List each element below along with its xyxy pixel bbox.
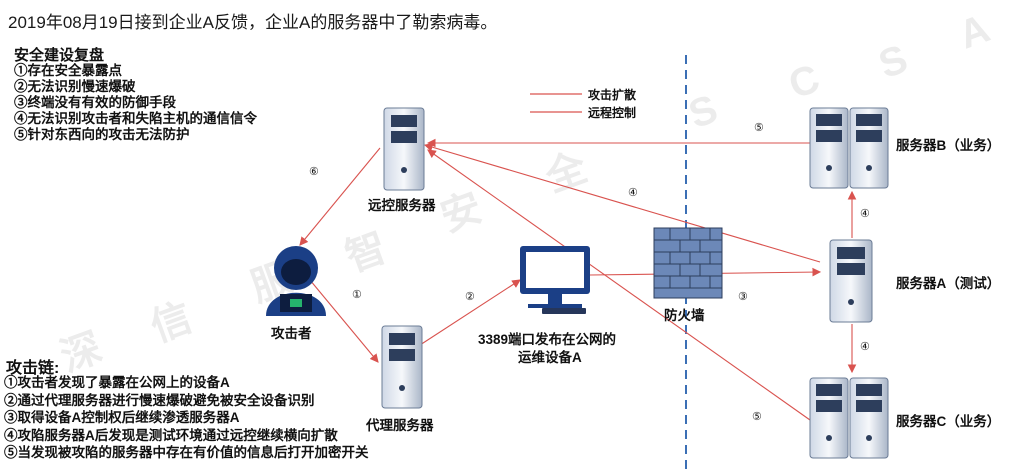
chain-list: ①攻击者发现了暴露在公网上的设备A ②通过代理服务器进行慢速爆破避免被安全设备识… bbox=[4, 374, 369, 462]
chain-item: ④攻陷服务器A后发现是测试环境通过远控继续横向扩散 bbox=[4, 427, 338, 443]
attacker-label: 攻击者 bbox=[271, 326, 312, 341]
chain-heading: 攻击链: bbox=[6, 360, 60, 377]
review-item: ⑤针对东西向的攻击无法防护 bbox=[14, 127, 190, 142]
remote-server-label: 远控服务器 bbox=[368, 198, 436, 213]
legend-spread: 攻击扩散 bbox=[588, 88, 637, 102]
review-item: ①存在安全暴露点 bbox=[14, 63, 122, 78]
step-4-marker: ④ bbox=[860, 208, 870, 220]
hacker-icon bbox=[266, 246, 326, 316]
step-3-marker: ③ bbox=[738, 291, 748, 303]
proxy-server-label: 代理服务器 bbox=[366, 418, 434, 433]
chain-item: ①攻击者发现了暴露在公网上的设备A bbox=[4, 375, 230, 390]
edge-proxy-device bbox=[419, 279, 521, 346]
ops-device-icon bbox=[520, 246, 590, 314]
edge-attacker-proxy bbox=[299, 267, 379, 363]
server-c-label: 服务器C（业务） bbox=[896, 414, 1001, 429]
chain-item: ③取得设备A控制权后继续渗透服务器A bbox=[4, 410, 240, 425]
chain-item: ②通过代理服务器进行慢速爆破避免被安全设备识别 bbox=[4, 392, 315, 408]
server-a-icon bbox=[829, 239, 873, 323]
chain-item: ⑤当发现被攻陷的服务器中存在有价值的信息后打开加密开关 bbox=[4, 445, 369, 460]
review-item: ③终端没有有效的防御手段 bbox=[14, 95, 176, 110]
step-1-marker: ① bbox=[352, 289, 362, 301]
remote-server-icon bbox=[383, 107, 425, 191]
edge-remote-attacker bbox=[299, 147, 381, 246]
review-list: ①存在安全暴露点 ②无法识别慢速爆破 ③终端没有有效的防御手段 ④无法识别攻击者… bbox=[14, 63, 257, 143]
review-item: ④无法识别攻击者和失陷主机的通信信令 bbox=[14, 111, 257, 126]
legend-remote: 远程控制 bbox=[588, 106, 637, 120]
server-c-icon bbox=[809, 377, 889, 459]
firewall-label: 防火墙 bbox=[664, 308, 705, 323]
firewall-icon bbox=[653, 227, 723, 299]
step-2-marker: ② bbox=[465, 291, 475, 303]
review-heading: 安全建设复盘 bbox=[14, 47, 105, 64]
step-4-marker: ④ bbox=[628, 187, 638, 199]
step-4-marker: ④ bbox=[860, 341, 870, 353]
review-item: ②无法识别慢速爆破 bbox=[14, 79, 136, 94]
step-5-marker: ⑤ bbox=[752, 411, 762, 423]
step-5-marker: ⑤ bbox=[754, 122, 764, 134]
step-6-marker: ⑥ bbox=[309, 166, 319, 178]
server-b-label: 服务器B（业务） bbox=[896, 138, 1001, 153]
device-label: 3389端口发布在公网的 bbox=[478, 332, 617, 347]
proxy-server-icon bbox=[381, 325, 423, 409]
edge-serverA-remote bbox=[423, 142, 821, 263]
page-title: 2019年08月19日接到企业A反馈，企业A的服务器中了勒索病毒。 bbox=[8, 13, 498, 32]
server-a-label: 服务器A（测试） bbox=[896, 276, 1001, 291]
edge-serverC-remote bbox=[427, 149, 811, 421]
device-label-line2: 运维设备A bbox=[518, 350, 582, 365]
server-b-icon bbox=[809, 107, 889, 189]
